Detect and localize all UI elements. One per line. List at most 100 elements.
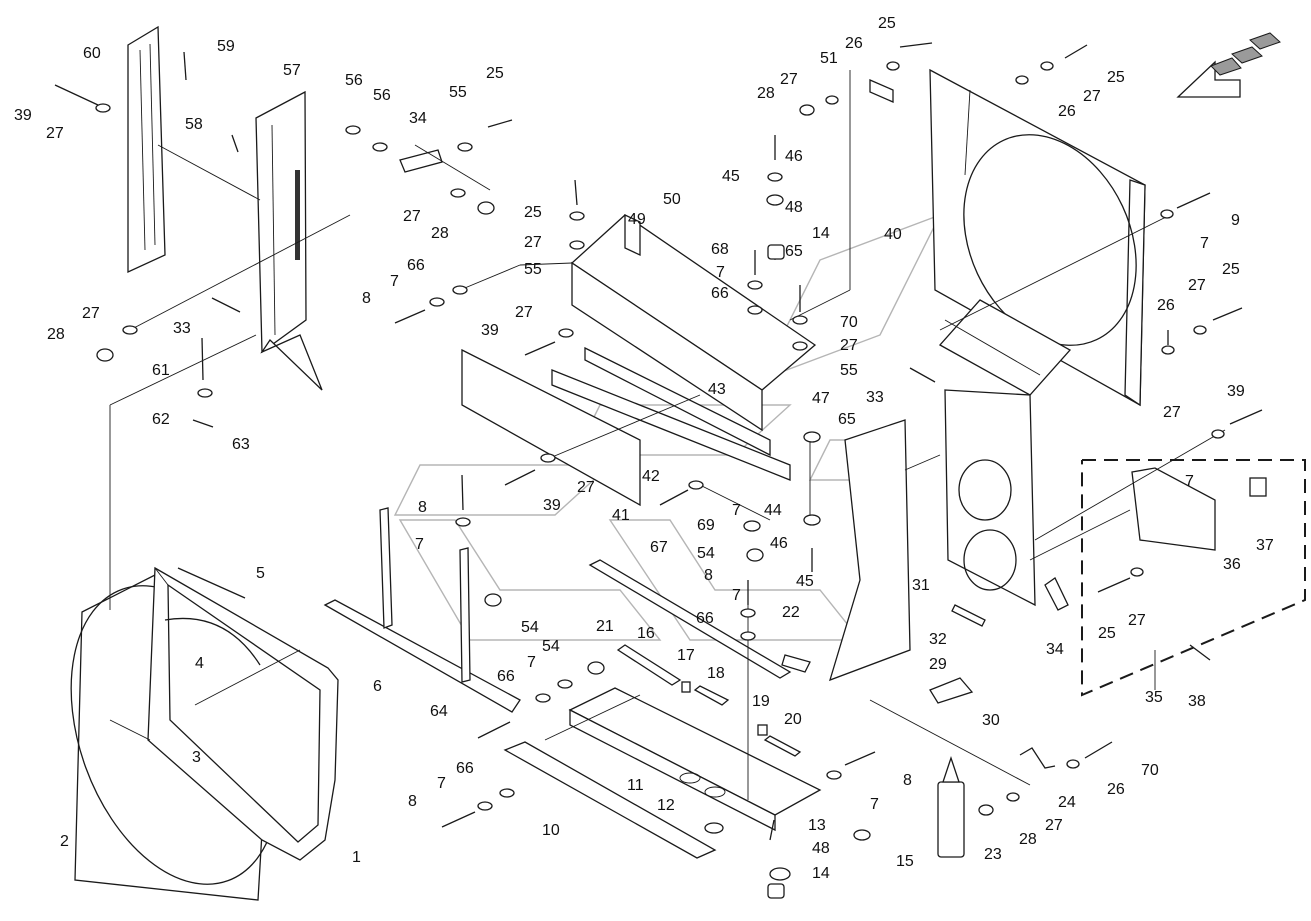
callout-26d: 26 <box>1107 781 1125 798</box>
callout-33a: 33 <box>173 320 191 337</box>
callout-7c: 7 <box>527 654 536 671</box>
callout-35: 35 <box>1145 689 1163 706</box>
callout-27i: 27 <box>1083 88 1101 105</box>
callout-25f: 25 <box>1098 625 1116 642</box>
callout-27h: 27 <box>840 337 858 354</box>
callout-55b: 55 <box>524 261 542 278</box>
callout-39b: 39 <box>481 322 499 339</box>
callout-34a: 34 <box>409 110 427 127</box>
callout-22: 22 <box>782 604 800 621</box>
callout-27b: 27 <box>46 125 64 142</box>
callout-38: 38 <box>1188 693 1206 710</box>
callout-5: 5 <box>256 565 265 582</box>
callout-8d: 8 <box>408 793 417 810</box>
callout-7i: 7 <box>1200 235 1209 252</box>
part-42-beam <box>551 369 791 481</box>
callout-24: 24 <box>1058 794 1076 811</box>
callout-25a: 25 <box>486 65 504 82</box>
callout-7e: 7 <box>732 502 741 519</box>
callout-40: 40 <box>884 226 902 243</box>
callout-25c: 25 <box>878 15 896 32</box>
callout-28c: 28 <box>757 85 775 102</box>
callout-59: 59 <box>217 38 235 55</box>
part-21-bar <box>588 559 792 679</box>
part-33-a <box>211 297 241 313</box>
callout-37: 37 <box>1256 537 1274 554</box>
callout-27d: 27 <box>403 208 421 225</box>
callout-48b: 48 <box>812 840 830 857</box>
callout-9: 9 <box>1231 212 1240 229</box>
callout-33b: 33 <box>866 389 884 406</box>
callout-54c: 54 <box>697 545 715 562</box>
callout-27e: 27 <box>524 234 542 251</box>
callout-70b: 70 <box>1141 762 1159 779</box>
callout-7f: 7 <box>716 264 725 281</box>
part-47-tray <box>570 213 817 432</box>
callout-45b: 45 <box>796 573 814 590</box>
part-57-side-panel <box>255 90 323 391</box>
callout-28a: 28 <box>47 326 65 343</box>
callout-14a: 14 <box>812 225 830 242</box>
callout-39c: 39 <box>543 497 561 514</box>
callout-10: 10 <box>542 822 560 839</box>
callout-7b: 7 <box>415 536 424 553</box>
callout-64: 64 <box>430 703 448 720</box>
callout-21: 21 <box>596 618 614 635</box>
callout-31: 31 <box>912 577 930 594</box>
part-32 <box>951 604 986 627</box>
leader-lines <box>109 70 1226 800</box>
callout-66b: 66 <box>711 285 729 302</box>
callout-66c: 66 <box>497 668 515 685</box>
part-40-fan-shroud <box>929 68 1146 407</box>
callout-66d: 66 <box>696 610 714 627</box>
part-17 <box>681 681 691 693</box>
part-23-sealant-tube <box>937 755 965 858</box>
callout-43: 43 <box>708 381 726 398</box>
hardware <box>54 42 1263 899</box>
callout-44: 44 <box>764 502 782 519</box>
part-18 <box>693 685 730 706</box>
callout-51: 51 <box>820 50 838 67</box>
direction-arrow-icon <box>1176 32 1281 98</box>
callout-57: 57 <box>283 62 301 79</box>
callout-19: 19 <box>752 693 770 710</box>
part-34-bracket-b <box>1044 577 1069 611</box>
callout-62: 62 <box>152 411 170 428</box>
callout-25b: 25 <box>524 204 542 221</box>
callout-46a: 46 <box>785 148 803 165</box>
callout-1: 1 <box>352 849 361 866</box>
callout-13: 13 <box>808 817 826 834</box>
callout-68: 68 <box>711 241 729 258</box>
callout-58: 58 <box>185 116 203 133</box>
part-1-frame <box>147 566 339 861</box>
part-51-bracket <box>869 79 894 103</box>
callout-12: 12 <box>657 797 675 814</box>
part-31-cover <box>944 389 1036 607</box>
callout-55c: 55 <box>840 362 858 379</box>
callout-36: 36 <box>1223 556 1241 573</box>
part-4-arc-strip <box>164 617 261 666</box>
callout-6: 6 <box>373 678 382 695</box>
part-38-strip <box>1189 644 1211 661</box>
callout-29: 29 <box>929 656 947 673</box>
callout-26a: 26 <box>845 35 863 52</box>
callout-16: 16 <box>637 625 655 642</box>
callout-69: 69 <box>697 517 715 534</box>
callout-8a: 8 <box>362 290 371 307</box>
callout-27f: 27 <box>515 304 533 321</box>
callout-8e: 8 <box>903 772 912 789</box>
callout-11: 11 <box>627 777 644 794</box>
callout-55a: 55 <box>449 84 467 101</box>
callout-54a: 54 <box>521 619 539 636</box>
callout-42: 42 <box>642 468 660 485</box>
callout-27a: 27 <box>780 71 798 88</box>
callout-28b: 28 <box>431 225 449 242</box>
callout-30: 30 <box>982 712 1000 729</box>
callout-56b: 56 <box>373 87 391 104</box>
part-11-base <box>568 687 822 832</box>
callout-8c: 8 <box>704 567 713 584</box>
callout-39d: 39 <box>1227 383 1245 400</box>
callout-65b: 65 <box>838 411 856 428</box>
callout-8b: 8 <box>418 499 427 516</box>
